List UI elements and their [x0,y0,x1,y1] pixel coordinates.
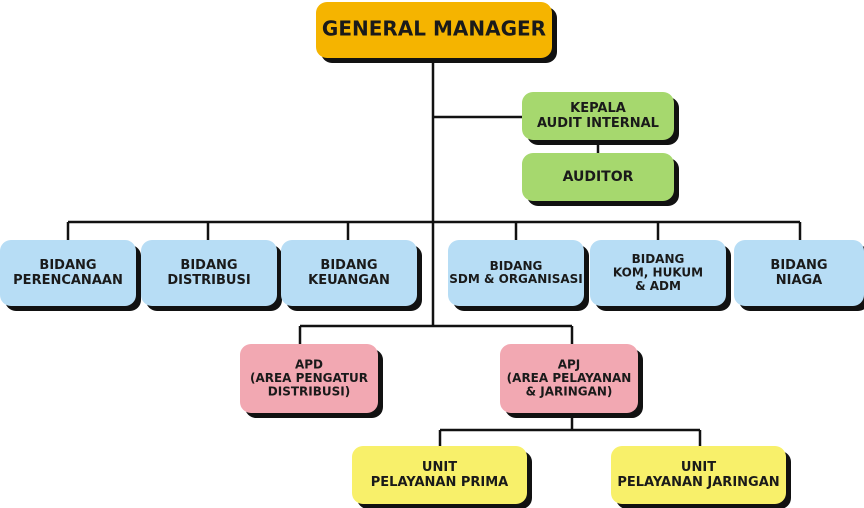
bidang-keuangan-node-label: KEUANGAN [308,273,390,288]
bidang-niaga-node-label: BIDANG [770,258,827,273]
apd-node-label: APD [295,358,323,372]
apd-node-label: DISTRIBUSI) [268,384,350,398]
unit-pelayanan-prima-node-label: UNIT [422,460,457,475]
kepala-audit-internal-node-box [522,92,674,140]
bidang-kom-hukum-adm-node-label: BIDANG [632,252,685,266]
bidang-keuangan-node-label: BIDANG [320,258,377,273]
bidang-niaga-node-box [734,240,864,306]
bidang-distribusi-node-label: DISTRIBUSI [167,273,250,288]
bidang-keuangan-node-box [281,240,417,306]
apj-node: APJ(AREA PELAYANAN& JARINGAN) [500,344,643,418]
bidang-sdm-organisasi-node-box [448,240,584,306]
connector-lines [66,58,802,446]
bidang-perencanaan-node-label: BIDANG [39,258,96,273]
apj-node-label: APJ [558,358,581,372]
bidang-sdm-organisasi-node-label: BIDANG [490,259,543,273]
apj-node-label: (AREA PELAYANAN [507,371,632,385]
general-manager-node-label: GENERAL MANAGER [322,17,546,41]
unit-pelayanan-jaringan-node-box [611,446,786,504]
auditor-node: AUDITOR [522,153,679,206]
bidang-distribusi-node-box [141,240,277,306]
bidang-perencanaan-node-box [0,240,136,306]
apd-node-label: (AREA PENGATUR [250,371,368,385]
auditor-node-label: AUDITOR [563,169,634,185]
unit-pelayanan-jaringan-node-label: PELAYANAN JARINGAN [617,475,779,490]
bidang-kom-hukum-adm-node-label: & ADM [635,279,681,293]
bidang-sdm-organisasi-node-label: SDM & ORGANISASI [449,272,583,286]
bidang-kom-hukum-adm-node-label: KOM, HUKUM [613,266,703,280]
kepala-audit-internal-node-label: KEPALA [570,101,626,116]
auditor-node-box [522,153,674,201]
general-manager-node: GENERAL MANAGER [316,2,557,63]
unit-pelayanan-prima-node-label: PELAYANAN PRIMA [371,475,508,490]
apj-node-box [500,344,638,413]
unit-pelayanan-prima-node-box [352,446,527,504]
bidang-niaga-node-label: NIAGA [776,273,823,288]
apj-node-label: & JARINGAN) [526,384,613,398]
apd-node-box [240,344,378,413]
bidang-kom-hukum-adm-node-box [590,240,726,306]
kepala-audit-internal-node-label: AUDIT INTERNAL [537,116,659,131]
bidang-perencanaan-node-label: PERENCANAAN [13,273,123,288]
bidang-distribusi-node-label: BIDANG [180,258,237,273]
unit-pelayanan-jaringan-node-label: UNIT [681,460,716,475]
general-manager-node-box [316,2,552,58]
